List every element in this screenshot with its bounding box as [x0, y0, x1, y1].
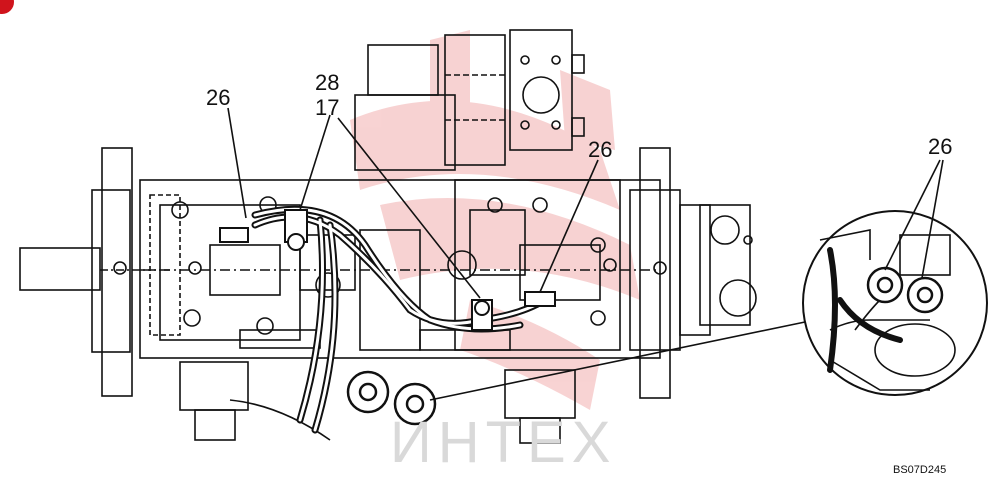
callout-28: 28 — [315, 70, 339, 95]
top-valve-block — [354, 29, 585, 171]
detail-inset — [802, 210, 988, 396]
sensor-pair — [346, 370, 437, 426]
inset-connector-line — [429, 321, 806, 401]
logo-watermark — [350, 30, 640, 410]
callout-26-left: 26 — [206, 85, 230, 110]
leader-lines — [227, 107, 944, 299]
callout-17: 17 — [315, 95, 339, 120]
callout-26-inset: 26 — [928, 134, 952, 159]
corner-mark-icon — [0, 0, 14, 14]
watermark-text: ИНТЕХ — [390, 410, 616, 475]
hose-highlights — [253, 207, 547, 432]
figure-code: BS07D245 — [893, 464, 946, 476]
clamp-part-28 — [219, 209, 308, 251]
callout-26-center: 26 — [588, 137, 612, 162]
pump-body — [139, 179, 661, 359]
bottom-ports — [179, 361, 576, 444]
clamp-part-17 — [471, 291, 556, 331]
left-flange — [19, 147, 170, 397]
right-flange — [629, 147, 757, 399]
